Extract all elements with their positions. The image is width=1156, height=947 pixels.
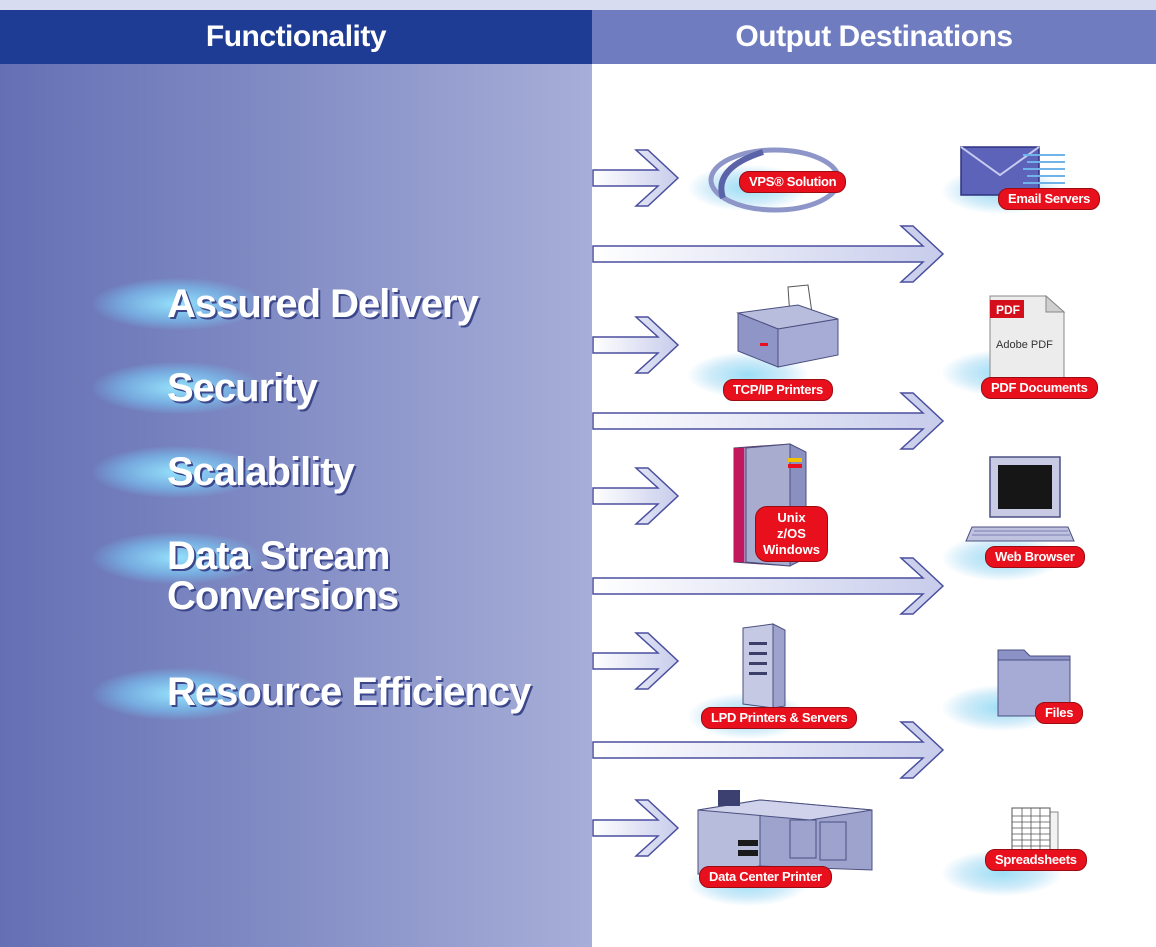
label-tcpip-printers: TCP/IP Printers [723, 379, 833, 401]
label-web-browser: Web Browser [985, 546, 1085, 568]
arrow-to-tcpip [592, 316, 680, 374]
functionality-panel: Assured Delivery Security Scalability Da… [0, 64, 592, 947]
label-vps-solution: VPS® Solution [739, 171, 847, 193]
label-unix: Unix [777, 510, 806, 525]
arrow-to-host [592, 467, 680, 525]
label-windows: Windows [763, 542, 820, 557]
monitor-icon [965, 456, 1075, 542]
func-scalability: Scalability [167, 450, 355, 494]
arrow-to-files [592, 721, 945, 779]
label-email-servers: Email Servers [998, 188, 1101, 210]
glow-decoration [92, 362, 262, 414]
destinations-panel [592, 64, 1156, 947]
label-data-center-printer: Data Center Printer [699, 866, 832, 888]
label-host-platforms: Unix z/OS Windows [755, 506, 828, 562]
arrow-to-email [592, 225, 945, 283]
lpd-server-icon [742, 623, 786, 709]
functionality-header: Functionality [0, 10, 592, 64]
func-data-stream: Data Stream [167, 534, 390, 578]
label-files: Files [1035, 702, 1084, 724]
arrow-to-datacenter [592, 799, 680, 857]
printer-icon [736, 284, 839, 368]
arrow-to-pdf [592, 392, 945, 450]
glow-decoration [92, 532, 262, 584]
output-destinations-header: Output Destinations [592, 10, 1156, 64]
arrow-to-web [592, 557, 945, 615]
func-resource-efficiency: Resource Efficiency [167, 670, 531, 714]
label-pdf-documents: PDF Documents [981, 377, 1098, 399]
glow-decoration [92, 278, 262, 330]
glow-decoration [92, 668, 262, 720]
label-zos: z/OS [777, 526, 806, 541]
top-strip [0, 0, 1156, 10]
glow-decoration [92, 446, 262, 498]
pdf-document-icon: PDF Adobe PDF [989, 294, 1066, 379]
label-lpd-printers-servers: LPD Printers & Servers [701, 707, 858, 729]
func-conversions: Conversions [167, 574, 399, 618]
adobe-pdf-text: Adobe PDF [996, 339, 1053, 351]
datacenter-printer-icon [697, 790, 873, 875]
func-security: Security [167, 366, 318, 410]
arrow-to-vps [592, 149, 680, 207]
arrow-to-lpd [592, 632, 680, 690]
pdf-badge-text: PDF [996, 303, 1020, 317]
func-assured-delivery: Assured Delivery [167, 282, 479, 326]
label-spreadsheets: Spreadsheets [985, 849, 1087, 871]
